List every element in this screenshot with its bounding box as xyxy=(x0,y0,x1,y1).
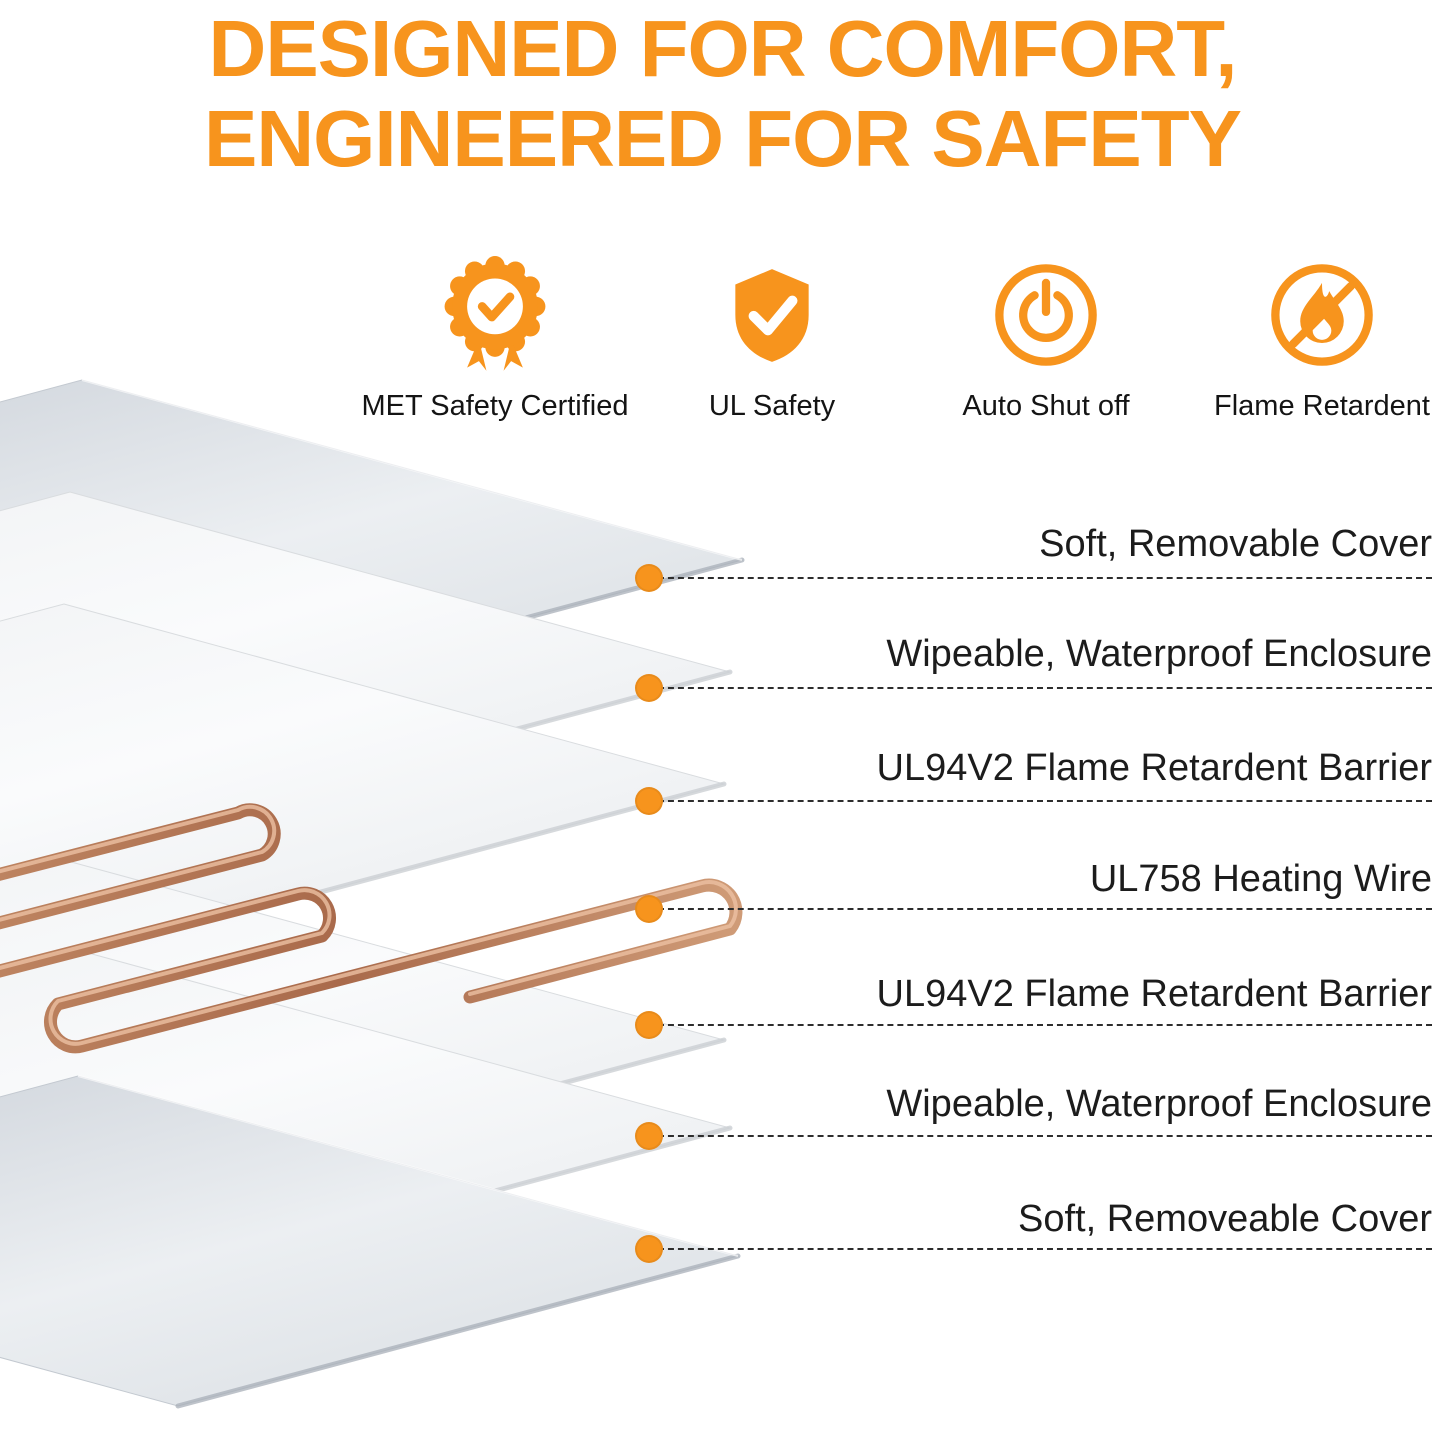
layer-label-enclosure-bottom: Wipeable, Waterproof Enclosure xyxy=(886,1083,1432,1125)
anchor-dot-2 xyxy=(635,674,663,702)
layer-label-soft-cover-bottom: Soft, Removeable Cover xyxy=(1018,1198,1432,1240)
anchor-dot-5 xyxy=(635,1011,663,1039)
headline-line-1: DESIGNED FOR COMFORT, xyxy=(208,4,1238,93)
auto-shutoff-power-icon xyxy=(886,250,1206,380)
headline: DESIGNED FOR COMFORT, ENGINEERED FOR SAF… xyxy=(0,4,1445,185)
layer-label-enclosure-top: Wipeable, Waterproof Enclosure xyxy=(886,633,1432,675)
badge-label: MET Safety Certified xyxy=(361,390,629,422)
leader-line-7 xyxy=(635,1235,1432,1263)
leader-line-4 xyxy=(635,895,1432,923)
badge-label: Auto Shut off xyxy=(962,390,1130,422)
flame-retardant-icon xyxy=(1162,250,1445,380)
layer-label-barrier-top: UL94V2 Flame Retardent Barrier xyxy=(876,747,1432,789)
badge-flame-retardant: Flame Retardent xyxy=(1162,250,1445,423)
badge-auto-shutoff: Auto Shut off xyxy=(886,250,1206,423)
sheet-soft-cover-bottom xyxy=(0,1075,741,1409)
ul-shield-check-icon xyxy=(612,250,932,380)
anchor-dot-3 xyxy=(635,787,663,815)
badge-met-certified: MET Safety Certified xyxy=(335,250,655,423)
anchor-dot-7 xyxy=(635,1235,663,1263)
heating-wire xyxy=(0,803,743,1054)
anchor-dot-1 xyxy=(635,564,663,592)
layer-label-barrier-bottom: UL94V2 Flame Retardent Barrier xyxy=(876,973,1432,1015)
headline-line-2: ENGINEERED FOR SAFETY xyxy=(204,94,1242,184)
leader-line-3 xyxy=(635,787,1432,815)
badge-label: UL Safety xyxy=(708,390,836,422)
leader-line-1 xyxy=(635,564,1432,592)
leader-line-5 xyxy=(635,1011,1432,1039)
layer-label-heating-wire: UL758 Heating Wire xyxy=(1089,858,1432,900)
badge-ul-safety: UL Safety xyxy=(612,250,932,423)
anchor-dot-6 xyxy=(635,1122,663,1150)
met-certified-badge-icon xyxy=(335,250,655,380)
badge-label: Flame Retardent xyxy=(1214,390,1430,422)
leader-line-6 xyxy=(635,1122,1432,1150)
anchor-dot-4 xyxy=(635,895,663,923)
layer-label-soft-cover-top: Soft, Removable Cover xyxy=(1039,523,1432,565)
leader-line-2 xyxy=(635,674,1432,702)
